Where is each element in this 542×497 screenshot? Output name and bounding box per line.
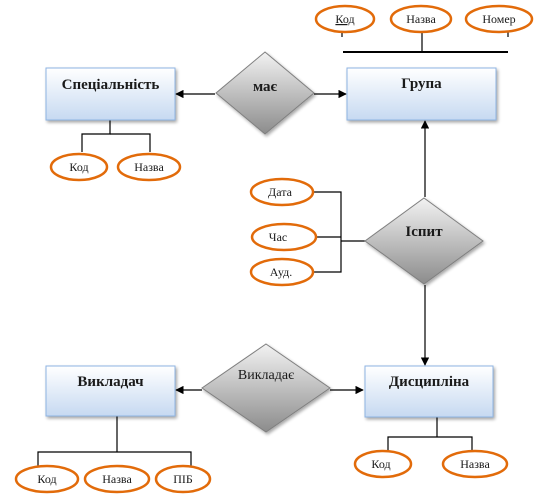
entity-label: Дисципліна [389, 374, 470, 390]
attribute-dystsyplina-nazva[interactable]: Назва [441, 449, 509, 479]
connector-line [81, 120, 111, 152]
relationship-label: Викладає [238, 368, 294, 383]
attribute-specialnist-kod[interactable]: Код [49, 152, 109, 182]
connector-line [387, 436, 473, 451]
attribute-label: Дата [268, 185, 293, 199]
attribute-label: Час [269, 230, 287, 244]
attribute-ispyt-aud[interactable]: Ауд. [249, 257, 315, 287]
entity-label: Спеціальність [62, 77, 160, 93]
attribute-vykladach-nazva[interactable]: Назва [83, 464, 151, 494]
connector-line [313, 191, 342, 273]
attribute-label: Номер [482, 12, 515, 26]
entity-label: Викладач [77, 374, 144, 390]
entity-label: Група [401, 76, 442, 92]
connector-line [37, 451, 192, 466]
attribute-label: Код [69, 160, 88, 174]
attribute-vykladach-pib[interactable]: ПІБ [154, 464, 212, 494]
relationship-label: має [253, 79, 278, 95]
attribute-label: Код [335, 12, 354, 26]
attribute-hrupa-nomer[interactable]: Номер [464, 4, 534, 34]
attribute-dystsyplina-kod[interactable]: Код [353, 449, 413, 479]
attribute-label: Назва [102, 472, 132, 486]
connector-line [110, 133, 151, 152]
relationship-maye[interactable]: має [215, 51, 315, 135]
attribute-label: Код [37, 472, 56, 486]
relationship-ispyt[interactable]: Іспит [364, 197, 484, 285]
attribute-label: Ауд. [270, 265, 292, 279]
attribute-hrupa-nazva[interactable]: Назва [389, 4, 453, 34]
attribute-specialnist-nazva[interactable]: Назва [116, 152, 182, 182]
attribute-label: Назва [134, 160, 164, 174]
entity-hrupa[interactable]: Група [346, 67, 497, 121]
attribute-label: Назва [406, 12, 436, 26]
attribute-ispyt-data[interactable]: Дата [249, 177, 315, 207]
entity-specialnist[interactable]: Спеціальність [45, 67, 176, 121]
relationship-vykladaye[interactable]: Викладає [201, 343, 331, 433]
attribute-ispyt-chas[interactable]: Час [250, 222, 318, 252]
relationship-label: Іспит [405, 224, 443, 240]
attribute-label: Назва [460, 457, 490, 471]
attribute-label: Код [371, 457, 390, 471]
attribute-hrupa-kod[interactable]: Код [314, 4, 376, 34]
attribute-label: ПІБ [173, 472, 193, 486]
connectors [37, 20, 509, 466]
entity-vykladach[interactable]: Викладач [45, 365, 176, 417]
entity-dystsyplina[interactable]: Дисципліна [364, 365, 494, 418]
attribute-vykladach-kod[interactable]: Код [14, 464, 80, 494]
